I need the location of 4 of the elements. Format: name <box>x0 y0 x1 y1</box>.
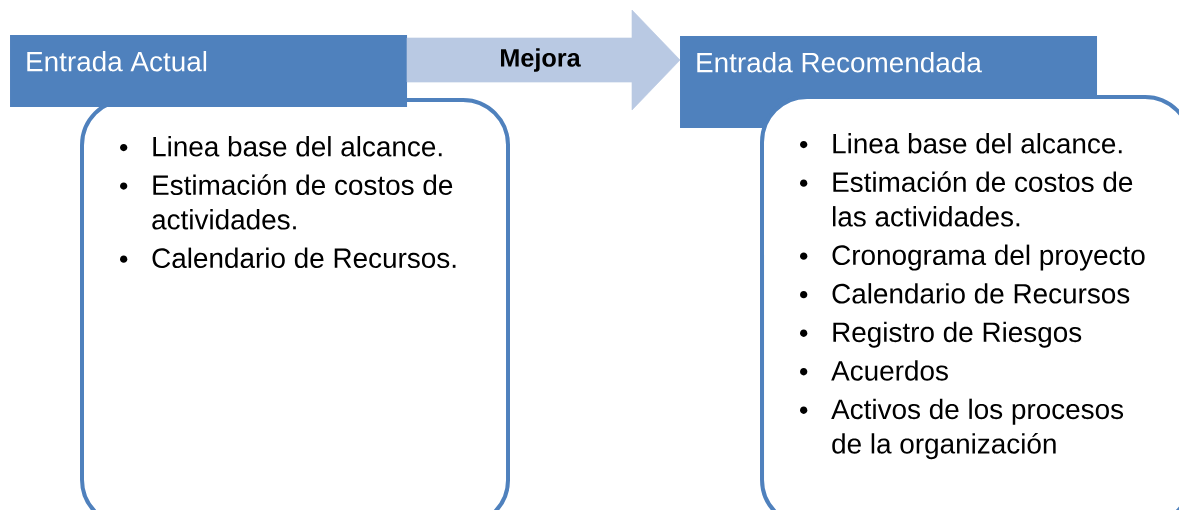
header-box: Entrada Actual <box>10 35 408 107</box>
edge-label: Mejora <box>498 46 582 74</box>
list-box: Linea base del alcance. Estimación de costos de las actividades. Cronograma del proyecto Calendario de Recursos Registro de Riesgos Acuerdos Activos de los procesos de la organización <box>760 95 1179 510</box>
list-box: Linea base del alcance. Estimación de costos de actividades. Calendario de Recursos. <box>80 98 511 510</box>
